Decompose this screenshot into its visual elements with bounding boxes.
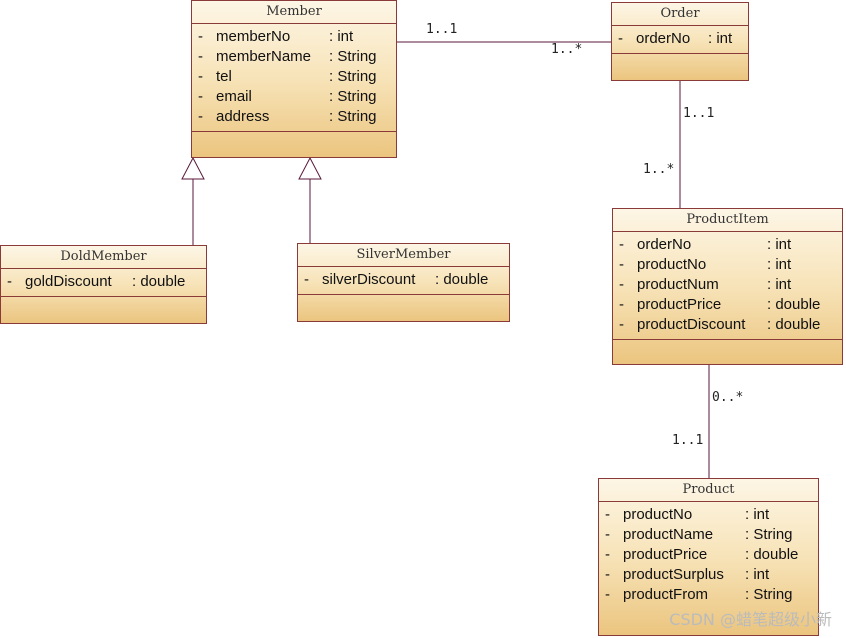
attribute-name: productPrice: [637, 296, 722, 313]
attribute-type: : double: [767, 316, 821, 333]
class-order[interactable]: Order -orderNo: int: [611, 2, 749, 81]
attribute-row: -orderNo: int: [619, 236, 792, 253]
attribute-name: productNo: [637, 256, 707, 273]
attribute-name: orderNo: [636, 30, 691, 47]
class-silver-member-name: SilverMember: [298, 244, 509, 267]
attribute-name: productDiscount: [637, 316, 746, 333]
attribute-row: -tel: String: [198, 68, 377, 85]
class-member[interactable]: Member -memberNo: int -memberName: Strin…: [191, 0, 397, 158]
attribute-type: : int: [767, 236, 792, 253]
attribute-row: -productFrom: String: [605, 586, 793, 603]
attribute-name: memberName: [216, 48, 312, 65]
attribute-name: productSurplus: [623, 566, 724, 583]
attribute-type: : double: [435, 271, 489, 288]
class-member-name: Member: [192, 1, 396, 24]
attribute-row: -orderNo: int: [618, 30, 733, 47]
class-order-name: Order: [612, 3, 748, 26]
watermark: CSDN @蜡笔超级小新: [669, 610, 832, 629]
attribute-name: email: [216, 88, 252, 105]
attribute-name: goldDiscount: [25, 273, 112, 290]
multiplicity-member-end: 1..1: [426, 22, 458, 37]
attribute-type: : int: [767, 256, 792, 273]
class-product-item-attributes: -orderNo: int -productNo: int -productNu…: [613, 232, 842, 340]
multiplicity-order-end: 1..*: [551, 42, 583, 57]
attribute-type: : String: [329, 48, 377, 65]
generalization-arrowhead-gold: [181, 156, 205, 180]
attribute-row: -productName: String: [605, 526, 793, 543]
class-product-item-name: ProductItem: [613, 209, 842, 232]
attribute-row: -goldDiscount: double: [7, 273, 186, 290]
attribute-type: : double: [132, 273, 186, 290]
multiplicity-order-item-order-end: 1..1: [683, 106, 715, 121]
attribute-name: productName: [623, 526, 714, 543]
attribute-row: -productDiscount: double: [619, 316, 821, 333]
attribute-type: : String: [329, 68, 377, 85]
class-silver-member[interactable]: SilverMember -silverDiscount: double: [297, 243, 510, 322]
class-gold-member[interactable]: DoldMember -goldDiscount: double: [0, 245, 207, 324]
attribute-row: -memberNo: int: [198, 28, 354, 45]
attribute-name: orderNo: [637, 236, 692, 253]
attribute-row: -productPrice: double: [605, 546, 799, 563]
attribute-name: tel: [216, 68, 232, 85]
attribute-name: address: [216, 108, 270, 125]
attribute-row: -productNo: int: [619, 256, 792, 273]
attribute-name: silverDiscount: [322, 271, 416, 288]
class-product-attributes: -productNo: int -productName: String -pr…: [599, 502, 818, 609]
attribute-name: productNum: [637, 276, 719, 293]
class-silver-member-attributes: -silverDiscount: double: [298, 267, 509, 295]
attribute-row: -email: String: [198, 88, 377, 105]
attribute-type: : String: [329, 108, 377, 125]
multiplicity-item-product-product-end: 1..1: [672, 433, 704, 448]
multiplicity-order-item-item-end: 1..*: [643, 162, 675, 177]
attribute-type: : String: [745, 526, 793, 543]
attribute-row: -silverDiscount: double: [304, 271, 489, 288]
attribute-row: -productSurplus: int: [605, 566, 770, 583]
attribute-row: -memberName: String: [198, 48, 377, 65]
generalization-arrowhead-silver: [298, 156, 322, 180]
attribute-name: productNo: [623, 506, 693, 523]
attribute-row: -address: String: [198, 108, 377, 125]
class-product[interactable]: Product -productNo: int -productName: St…: [598, 478, 819, 636]
class-gold-member-attributes: -goldDiscount: double: [1, 269, 206, 297]
attribute-type: : int: [767, 276, 792, 293]
attribute-type: : int: [745, 506, 770, 523]
multiplicity-item-product-item-end: 0..*: [712, 390, 744, 405]
attribute-type: : String: [329, 88, 377, 105]
class-gold-member-name: DoldMember: [1, 246, 206, 269]
attribute-type: : int: [329, 28, 354, 45]
class-product-item[interactable]: ProductItem -orderNo: int -productNo: in…: [612, 208, 843, 365]
attribute-name: productFrom: [623, 586, 709, 603]
attribute-type: : double: [745, 546, 799, 563]
attribute-type: : String: [745, 586, 793, 603]
attribute-row: -productNo: int: [605, 506, 770, 523]
attribute-row: -productNum: int: [619, 276, 792, 293]
attribute-type: : int: [708, 30, 733, 47]
attribute-row: -productPrice: double: [619, 296, 821, 313]
class-member-attributes: -memberNo: int -memberName: String -tel:…: [192, 24, 396, 132]
class-product-name: Product: [599, 479, 818, 502]
class-order-attributes: -orderNo: int: [612, 26, 748, 54]
attribute-type: : int: [745, 566, 770, 583]
attribute-name: productPrice: [623, 546, 708, 563]
attribute-type: : double: [767, 296, 821, 313]
attribute-name: memberNo: [216, 28, 291, 45]
